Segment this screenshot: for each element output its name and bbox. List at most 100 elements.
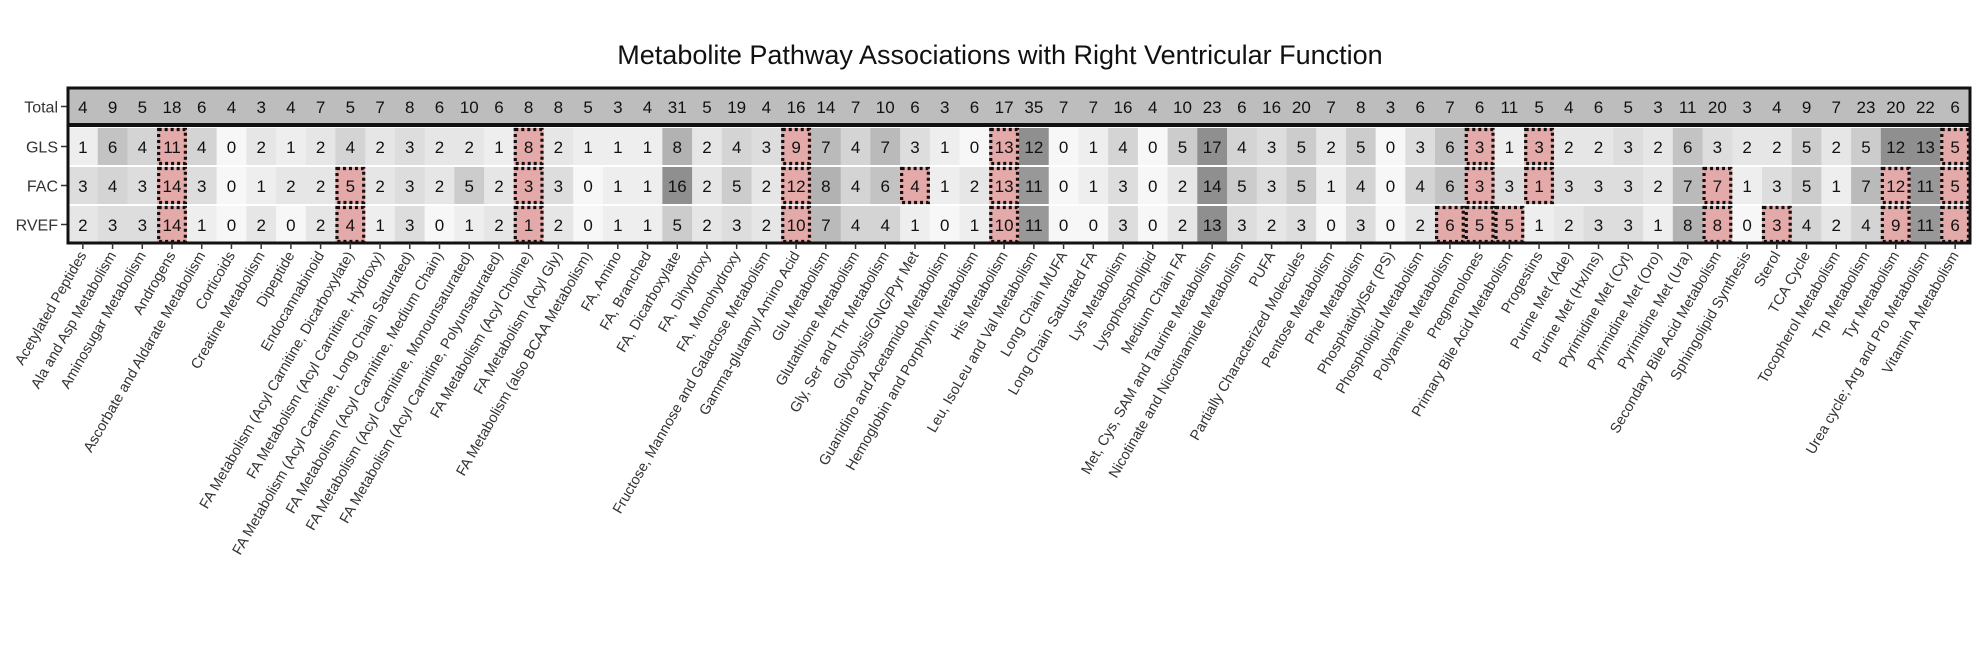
cell-value: 5: [1534, 98, 1543, 117]
cell-value: 8: [1713, 216, 1722, 235]
cell-value: 2: [1653, 177, 1662, 196]
cell-value: 6: [1475, 98, 1484, 117]
highlight-border: [1464, 166, 1495, 205]
heatmap-cell: [513, 167, 545, 204]
cell-value: 0: [1059, 216, 1068, 235]
cell-value: 7: [1326, 98, 1335, 117]
heatmap-cell: [900, 88, 931, 125]
cell-value: 5: [732, 177, 741, 196]
heatmap-cell: [662, 206, 693, 243]
cell-value: 1: [1089, 138, 1098, 157]
cell-value: 5: [346, 177, 355, 196]
heatmap-cell: [959, 128, 990, 165]
heatmap-cell: [186, 167, 218, 204]
heatmap-cell: [1761, 128, 1793, 165]
heatmap-cell: [394, 88, 426, 125]
cell-value: 13: [1916, 138, 1935, 157]
heatmap-cell: [1405, 167, 1436, 204]
heatmap-cell: [335, 128, 366, 165]
cell-value: 3: [1118, 177, 1127, 196]
cell-value: 4: [851, 138, 860, 157]
cell-value: 1: [524, 216, 533, 235]
heatmap-cell: [1256, 206, 1288, 243]
cell-value: 17: [995, 98, 1014, 117]
highlight-border: [781, 166, 812, 205]
heatmap-cell: [602, 206, 634, 243]
cell-value: 4: [1148, 98, 1157, 117]
cell-value: 1: [1534, 177, 1543, 196]
cell-value: 2: [316, 177, 325, 196]
heatmap-cell: [1464, 128, 1496, 165]
cell-value: 3: [910, 138, 919, 157]
cell-value: 7: [1832, 98, 1841, 117]
heatmap-cell: [1524, 88, 1555, 125]
heatmap-cell: [900, 128, 931, 165]
heatmap-cell: [1464, 88, 1496, 125]
heatmap-cell: [484, 206, 515, 243]
cell-value: 3: [1772, 216, 1781, 235]
heatmap-cell: [365, 167, 396, 204]
cell-value: 0: [1059, 138, 1068, 157]
cell-value: 0: [227, 138, 236, 157]
heatmap-cell: [157, 167, 188, 204]
heatmap-cell: [929, 167, 961, 204]
heatmap-cell: [692, 167, 723, 204]
heatmap-cell: [454, 167, 485, 204]
cell-value: 3: [1118, 216, 1127, 235]
highlight-border: [1464, 127, 1495, 166]
cell-value: 0: [1059, 177, 1068, 196]
heatmap-cell: [1613, 88, 1644, 125]
heatmap-cell: [157, 88, 188, 125]
cell-value: 2: [702, 216, 711, 235]
heatmap-cell: [543, 88, 574, 125]
cell-value: 2: [702, 177, 711, 196]
heatmap-cell: [305, 206, 337, 243]
heatmap-cell: [781, 88, 812, 125]
cell-value: 0: [227, 216, 236, 235]
heatmap-cell: [1613, 167, 1644, 204]
heatmap-cell: [840, 128, 872, 165]
heatmap-cell: [454, 128, 485, 165]
cell-value: 10: [1173, 98, 1192, 117]
cell-value: 20: [1708, 98, 1727, 117]
cell-value: 3: [1267, 138, 1276, 157]
cell-value: 2: [316, 216, 325, 235]
cell-value: 4: [762, 98, 771, 117]
cell-value: 2: [1326, 138, 1335, 157]
heatmap-cell: [632, 167, 663, 204]
heatmap-cell: [1761, 206, 1793, 243]
cell-value: 4: [881, 216, 890, 235]
cell-value: 2: [256, 216, 265, 235]
cell-value: 0: [1148, 216, 1157, 235]
cell-value: 4: [346, 138, 355, 157]
cell-value: 2: [1178, 216, 1187, 235]
heatmap-cell: [1464, 167, 1496, 204]
heatmap-cell: [1019, 128, 1050, 165]
heatmap-cell: [1821, 128, 1852, 165]
heatmap-cell: [1345, 206, 1377, 243]
cell-value: 2: [494, 177, 503, 196]
heatmap-cell: [543, 128, 574, 165]
heatmap-cell: [751, 206, 782, 243]
heatmap-cell: [721, 128, 753, 165]
cell-value: 12: [1886, 138, 1905, 157]
heatmap-cell: [810, 167, 842, 204]
heatmap-cell: [1435, 167, 1466, 204]
heatmap-cell: [186, 128, 218, 165]
cell-value: 5: [583, 98, 592, 117]
heatmap-cell: [1732, 88, 1763, 125]
cell-value: 1: [613, 177, 622, 196]
heatmap-cell: [1227, 128, 1258, 165]
cell-value: 6: [881, 177, 890, 196]
cell-value: 7: [821, 138, 830, 157]
heatmap-cell: [1583, 167, 1614, 204]
cell-value: 5: [1505, 216, 1514, 235]
heatmap-cell: [1583, 128, 1614, 165]
cell-value: 3: [524, 177, 533, 196]
cell-value: 10: [787, 216, 806, 235]
heatmap-cell: [1613, 206, 1644, 243]
heatmap-cell: [1702, 88, 1733, 125]
cell-value: 5: [1237, 177, 1246, 196]
heatmap-cell: [1227, 88, 1258, 125]
